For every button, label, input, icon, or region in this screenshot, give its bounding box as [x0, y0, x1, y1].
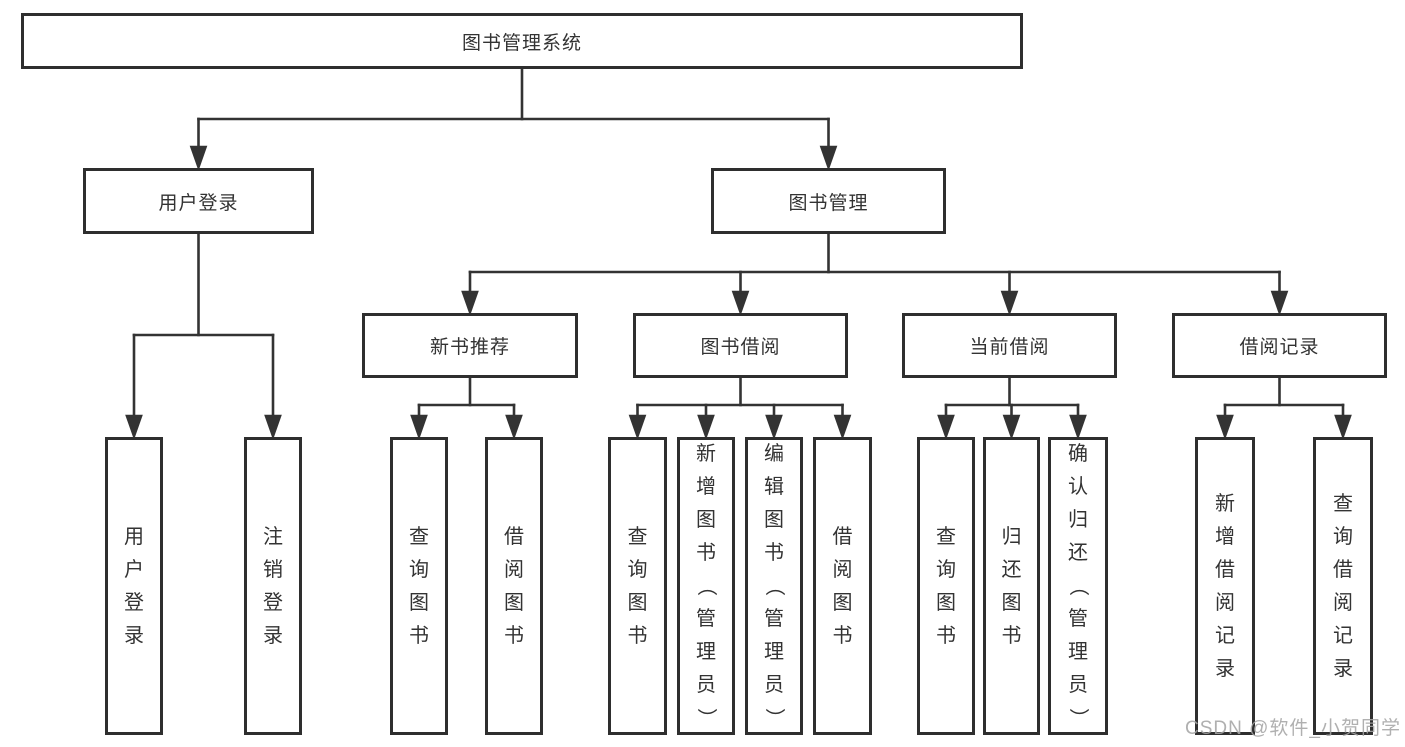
node-rec-query: 查询图书: [390, 437, 448, 735]
node-bor-borrow: 借阅图书: [813, 437, 872, 735]
node-leaf-logout: 注销登录: [244, 437, 302, 735]
node-current: 当前借阅: [902, 313, 1117, 378]
node-rec-borrow: 借阅图书: [485, 437, 543, 735]
node-cur-return: 归还图书: [983, 437, 1040, 735]
node-book-mgmt: 图书管理: [711, 168, 946, 234]
node-user-login: 用户登录: [83, 168, 314, 234]
node-borrow: 图书借阅: [633, 313, 848, 378]
node-bor-add: 新增图书（管理员）: [677, 437, 735, 735]
node-bor-query: 查询图书: [608, 437, 667, 735]
node-rcd-query: 查询借阅记录: [1313, 437, 1373, 735]
node-cur-confirm: 确认归还（管理员）: [1048, 437, 1108, 735]
node-record: 借阅记录: [1172, 313, 1387, 378]
node-cur-query: 查询图书: [917, 437, 975, 735]
csdn-watermark: CSDN @软件_小贺同学: [1185, 718, 1401, 739]
node-leaf-login: 用户登录: [105, 437, 163, 735]
node-bor-edit: 编辑图书（管理员）: [745, 437, 803, 735]
node-root: 图书管理系统: [21, 13, 1023, 69]
node-rcd-add: 新增借阅记录: [1195, 437, 1255, 735]
node-new-rec: 新书推荐: [362, 313, 578, 378]
